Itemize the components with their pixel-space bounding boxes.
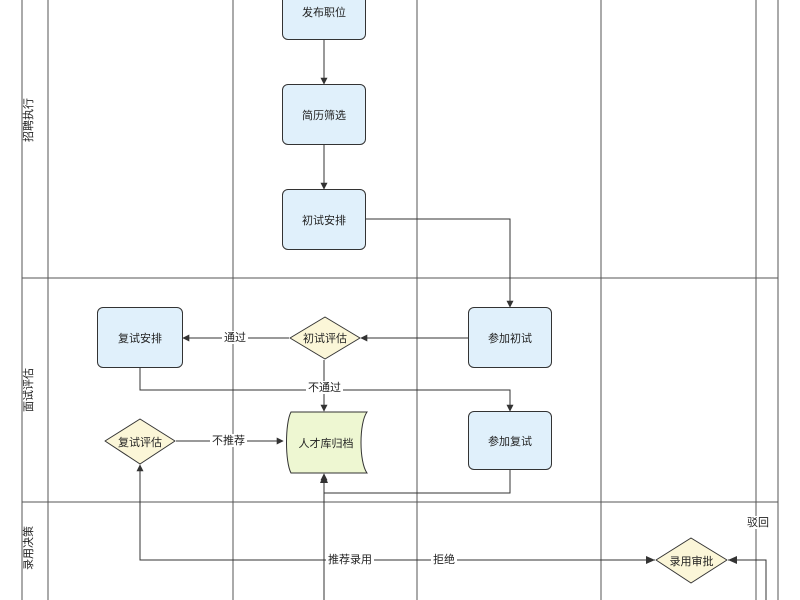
diamond-shape: [104, 418, 176, 465]
node-first-eval-label: 初试评估: [303, 332, 347, 345]
lane-label-interview: 面试评估: [22, 368, 35, 412]
lane-label-recruit: 招聘执行: [22, 98, 35, 142]
node-second-eval-label: 复试评估: [118, 435, 162, 449]
node-attend-second[interactable]: 参加复试: [468, 411, 552, 470]
diamond-shape: [655, 537, 728, 584]
edge-label-pass: 通过: [222, 331, 248, 344]
edge-approval-second-eval: [136, 464, 655, 561]
diamond-shape: [289, 316, 361, 360]
node-publish[interactable]: 发布职位: [282, 0, 366, 40]
node-talent-pool[interactable]: 人才库归档: [283, 411, 369, 474]
edge-arrange-attend-first: [366, 218, 514, 308]
edge-attend-second-eval: [320, 470, 511, 494]
node-approval-label: 录用审批: [669, 554, 714, 568]
node-approval[interactable]: 录用审批: [655, 537, 728, 584]
node-second-arrange[interactable]: 复试安排: [97, 307, 183, 368]
edge-return: [728, 559, 767, 600]
swimlane-grid: [21, 0, 779, 600]
connectors: [136, 40, 767, 600]
edge-label-return: 驳回: [745, 516, 771, 529]
edge-label-reject: 拒绝: [431, 553, 457, 566]
node-first-eval[interactable]: 初试评估: [289, 316, 361, 360]
node-second-eval[interactable]: 复试评估: [104, 418, 176, 465]
edge-label-not-recommend: 不推荐: [210, 434, 247, 447]
node-attend-first[interactable]: 参加初试: [468, 307, 552, 368]
lane-label-decision: 录用决策: [22, 526, 35, 570]
edge-label-recommend-hire: 推荐录用: [326, 553, 374, 566]
edge-label-fail: 不通过: [306, 381, 343, 394]
node-screen[interactable]: 简历筛选: [282, 84, 366, 145]
node-first-arrange[interactable]: 初试安排: [282, 189, 366, 250]
storage-shape: [286, 411, 368, 474]
node-talent-pool-label: 人才库归档: [298, 436, 354, 450]
